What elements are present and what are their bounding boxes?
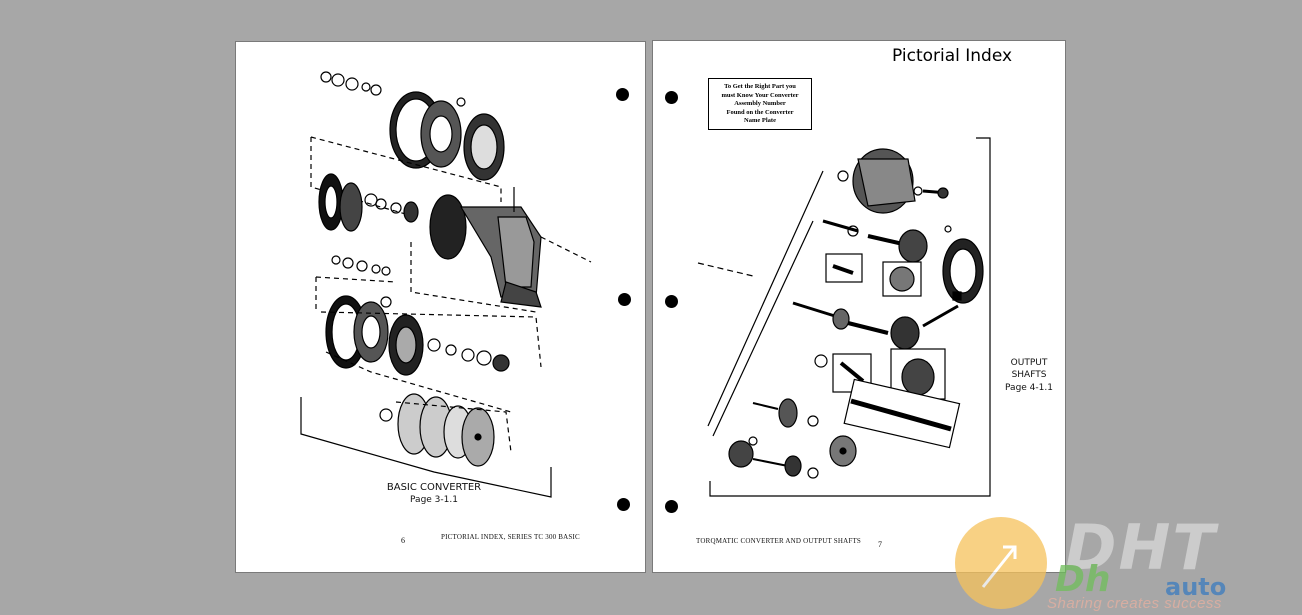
output-shafts-exploded-drawing (697, 137, 991, 497)
note-line: To Get the Right Part you (724, 83, 796, 90)
watermark-tagline: Sharing creates success (1047, 595, 1222, 612)
basic-converter-caption: BASIC CONVERTER Page 3-1.1 (384, 482, 484, 506)
assembly-note-box: To Get the Right Part you must Know Your… (708, 78, 812, 130)
watermark-logo-text: DHT (1065, 511, 1217, 584)
note-line: Assembly Number (734, 100, 786, 107)
note-line: must Know Your Converter (721, 91, 799, 99)
page-number: 6 (401, 536, 405, 545)
punch-hole (665, 500, 678, 513)
manual-page-right: Pictorial Index To Get the Right Part yo… (652, 40, 1066, 573)
page-footer: PICTORIAL INDEX, SERIES TC 300 BASIC (441, 533, 580, 541)
watermark-arrow-icon (955, 517, 1047, 609)
punch-hole (617, 498, 630, 511)
page-number: 7 (878, 540, 882, 549)
note-line: Name Plate (744, 117, 776, 124)
caption-line-1: OUTPUT (1010, 358, 1048, 368)
caption-page-ref: Page 4-1.1 (1005, 383, 1053, 393)
output-shafts-caption: OUTPUT SHAFTS Page 4-1.1 (999, 357, 1059, 394)
page-title: Pictorial Index (892, 46, 1013, 66)
punch-hole (665, 91, 678, 104)
punch-hole (665, 295, 678, 308)
page-footer: TORQMATIC CONVERTER AND OUTPUT SHAFTS (696, 537, 862, 545)
caption-page-ref: Page 3-1.1 (410, 495, 458, 505)
watermark-auto-text: auto (1165, 573, 1227, 601)
manual-page-left: BASIC CONVERTER Page 3-1.1 6 PICTORIAL I… (235, 41, 646, 573)
basic-converter-exploded-drawing (300, 71, 592, 498)
dht-auto-watermark: DHT Dh auto Sharing creates success (955, 511, 1302, 615)
note-line: Found on the Converter (726, 108, 794, 116)
caption-title: BASIC CONVERTER (386, 482, 482, 493)
watermark-leaf-text: Dh (1055, 559, 1111, 600)
punch-hole (616, 88, 629, 101)
caption-line-2: SHAFTS (1011, 370, 1047, 380)
punch-hole (618, 293, 631, 306)
